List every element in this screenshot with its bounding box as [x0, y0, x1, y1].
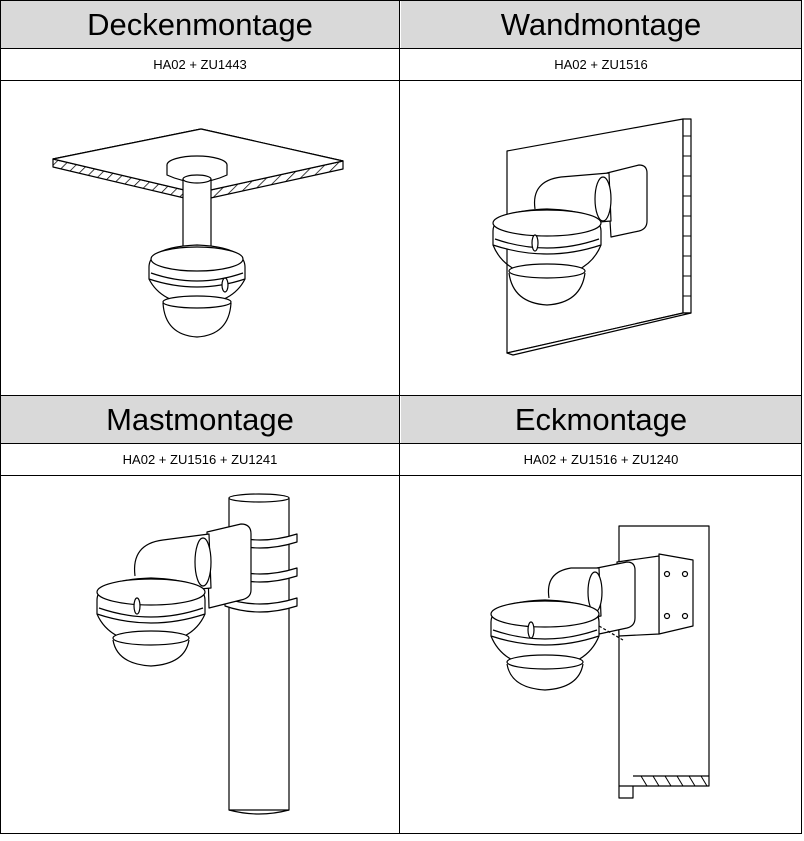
- grid-line: [0, 443, 802, 444]
- ceiling-mount-drawing: [52, 128, 344, 338]
- grid-line-top: [0, 0, 802, 1]
- illustration-corner-mount: [401, 476, 801, 833]
- illustration-ceiling-mount: [1, 81, 399, 395]
- grid-line-bottom: [0, 833, 802, 834]
- grid-line-left: [0, 0, 1, 834]
- grid-line: [0, 48, 802, 49]
- title-pole-mount: Mastmontage: [1, 396, 399, 443]
- illustration-pole-mount: [1, 476, 399, 833]
- title-ceiling-mount: Deckenmontage: [1, 1, 399, 48]
- code-ceiling-mount: HA02 + ZU1443: [1, 49, 399, 80]
- grid-line: [0, 80, 802, 81]
- code-corner-mount: HA02 + ZU1516 + ZU1240: [401, 444, 801, 475]
- grid-line: [0, 475, 802, 476]
- corner-mount-drawing: [490, 525, 710, 799]
- title-corner-mount: Eckmontage: [401, 396, 801, 443]
- code-pole-mount: HA02 + ZU1516 + ZU1241: [1, 444, 399, 475]
- grid-line-center: [399, 0, 400, 834]
- wall-mount-drawing: [492, 118, 692, 356]
- grid-line-right: [801, 0, 802, 834]
- illustration-wall-mount: [401, 81, 801, 395]
- code-wall-mount: HA02 + ZU1516: [401, 49, 801, 80]
- title-wall-mount: Wandmontage: [401, 1, 801, 48]
- grid-line: [0, 395, 802, 396]
- pole-mount-drawing: [96, 493, 298, 815]
